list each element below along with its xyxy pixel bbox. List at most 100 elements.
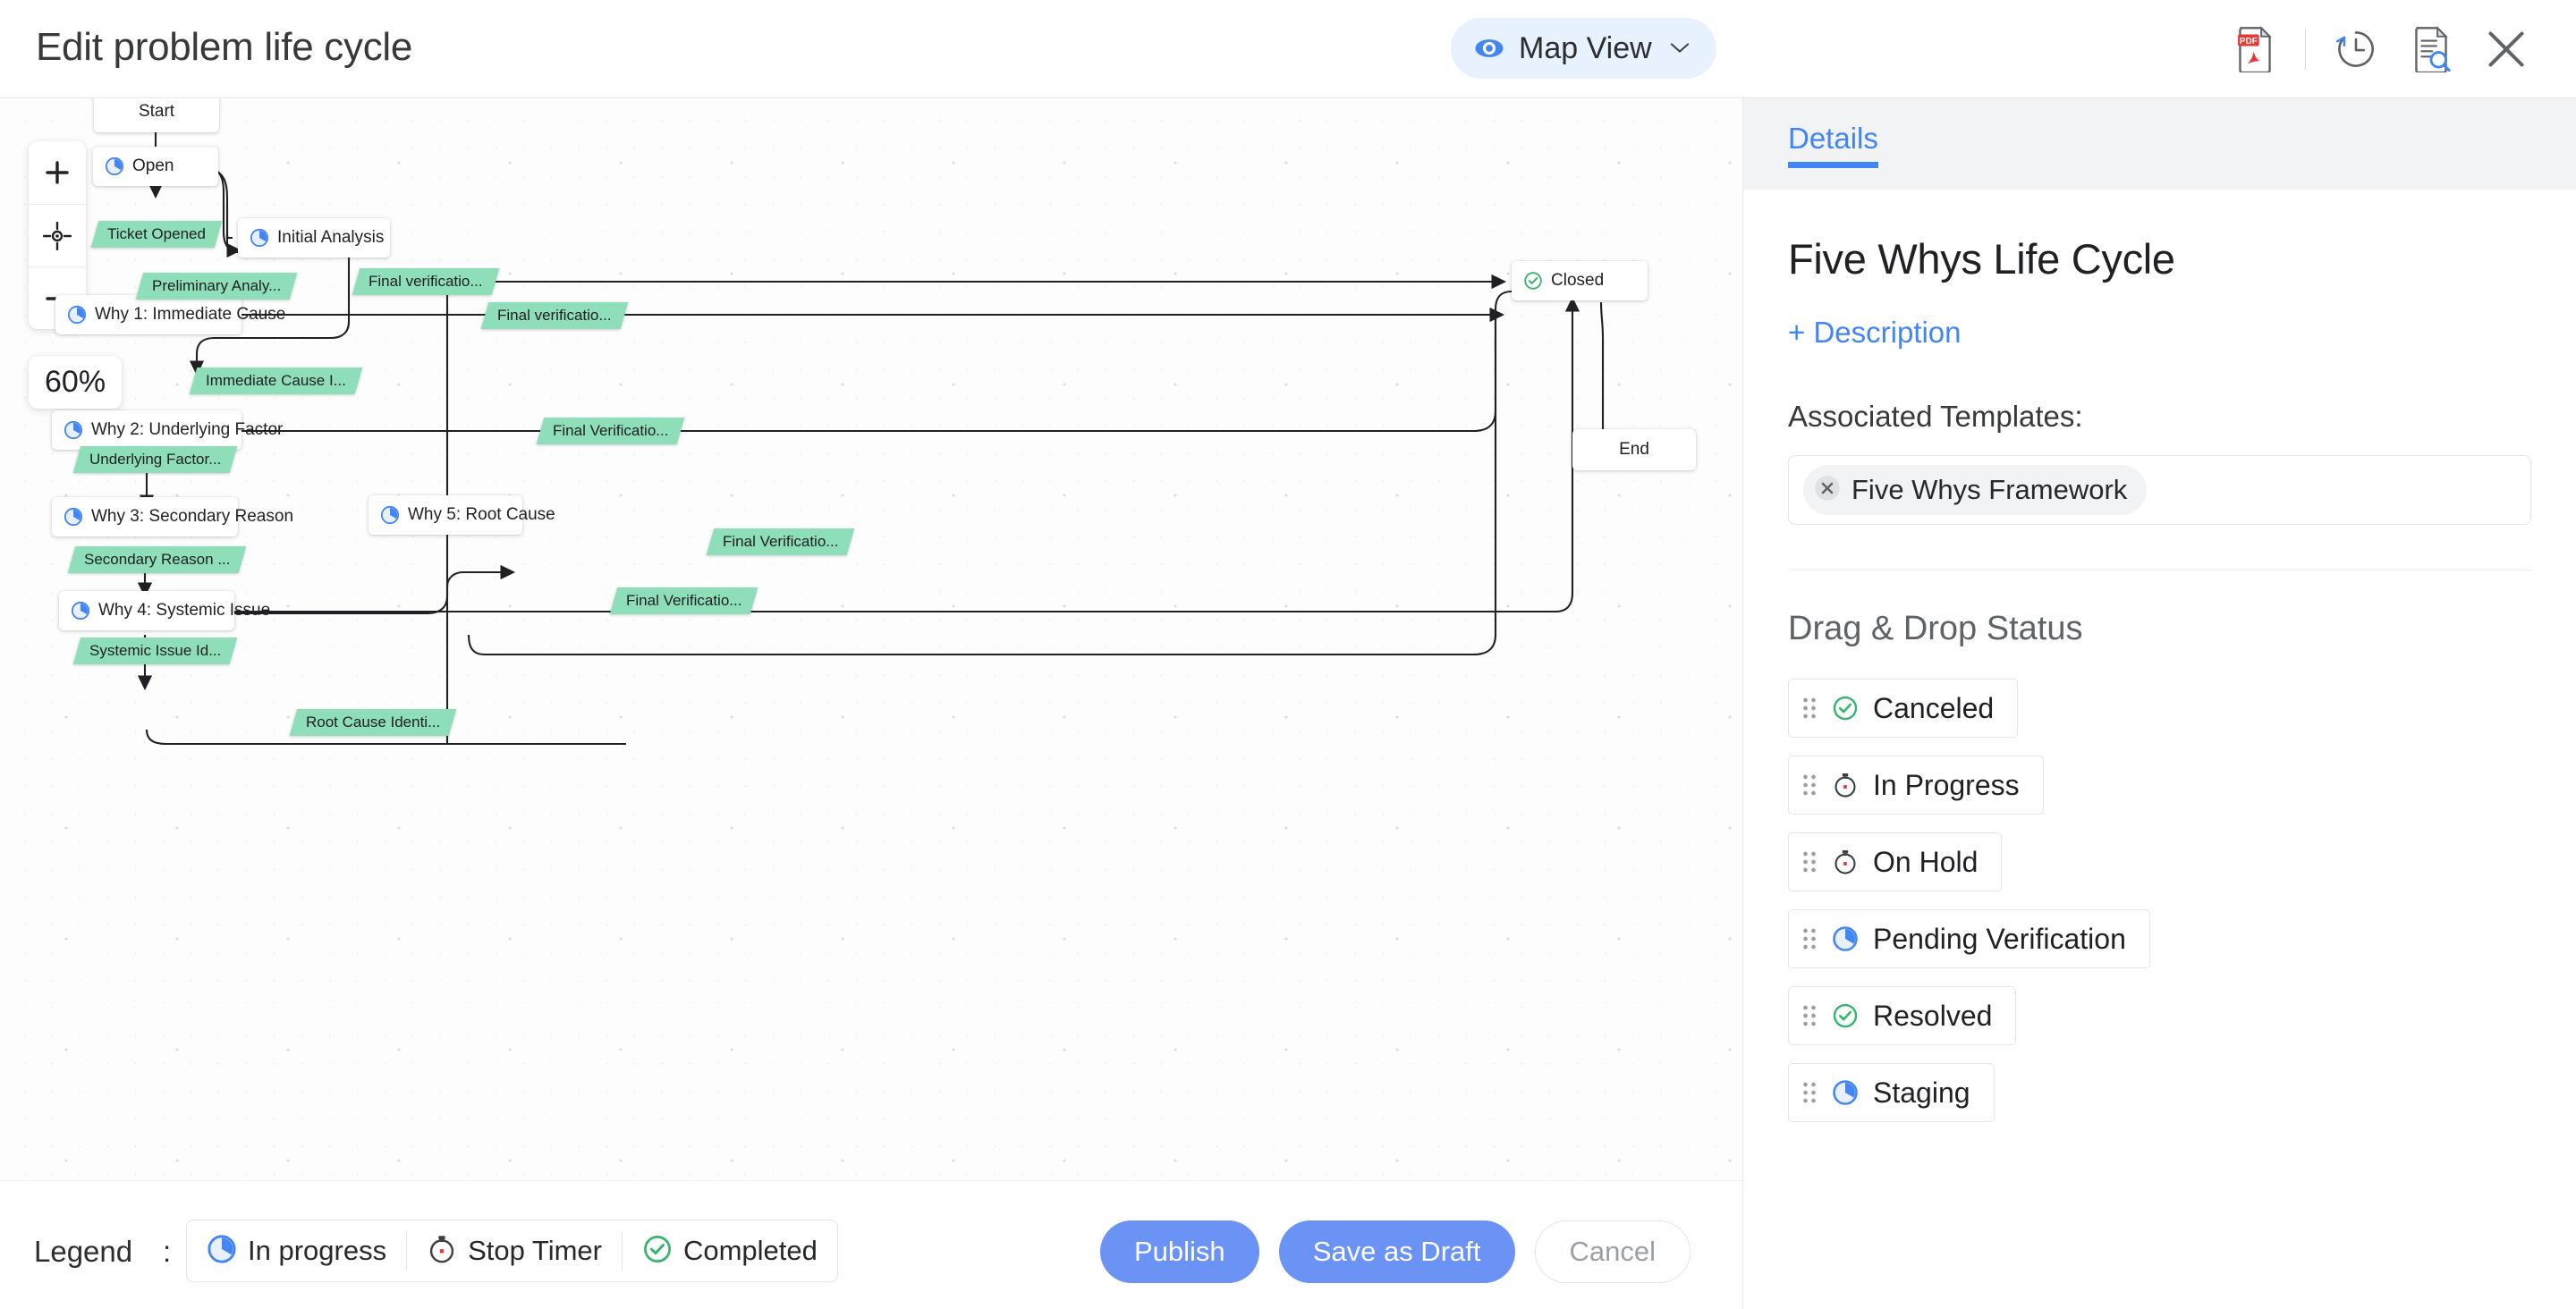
edge-label-preliminary-analysis[interactable]: Preliminary Analy...: [135, 273, 298, 300]
drag-handle-icon[interactable]: [1801, 925, 1818, 952]
edge-label-final-verification-2[interactable]: Final verificatio...: [480, 302, 628, 329]
flow-node-why4[interactable]: Why 4: Systemic Issue: [59, 591, 270, 630]
top-bar-actions: PDF: [2217, 0, 2544, 98]
legend-item-completed: Completed: [621, 1231, 837, 1271]
legend-label: Legend: [34, 1235, 133, 1268]
publish-button[interactable]: Publish: [1100, 1220, 1259, 1283]
edge-label-text: Immediate Cause I...: [206, 372, 346, 389]
flow-node-why1[interactable]: Why 1: Immediate Cause: [55, 295, 285, 334]
flowchart-canvas[interactable]: 60% Start Open Initial Analysis Why 1: I…: [0, 98, 1742, 1180]
status-item-in-progress[interactable]: In Progress: [1788, 756, 2044, 815]
flow-node-label: Why 5: Root Cause: [408, 505, 555, 524]
stop-timer-icon: [1832, 849, 1859, 875]
status-item-pending-verification[interactable]: Pending Verification: [1788, 909, 2150, 968]
edge-label-text: Preliminary Analy...: [152, 277, 282, 294]
associated-templates-label: Associated Templates:: [1788, 400, 2083, 433]
in-progress-icon: [71, 601, 90, 621]
document-search-icon[interactable]: [2394, 12, 2469, 87]
zoom-level-indicator: 60%: [29, 356, 123, 409]
associated-templates-field[interactable]: Five Whys Framework: [1788, 455, 2531, 525]
flow-node-label: Closed: [1551, 271, 1605, 290]
flow-node-closed[interactable]: Closed: [1512, 261, 1648, 300]
lifecycle-title: Five Whys Life Cycle: [1788, 235, 2175, 283]
legend-item-label: In progress: [248, 1235, 387, 1266]
template-chip[interactable]: Five Whys Framework: [1803, 465, 2148, 515]
edge-label-underlying-factor[interactable]: Underlying Factor...: [72, 446, 238, 473]
status-item-on-hold[interactable]: On Hold: [1788, 832, 2003, 891]
status-item-staging[interactable]: Staging: [1788, 1063, 1995, 1122]
status-item-canceled[interactable]: Canceled: [1788, 679, 2019, 738]
flow-node-label: Why 2: Underlying Factor: [91, 420, 284, 439]
edge-label-text: Root Cause Identi...: [306, 714, 441, 731]
panel-tabs: Details: [1743, 98, 2576, 190]
close-icon[interactable]: [2469, 12, 2544, 87]
drag-handle-icon[interactable]: [1801, 695, 1818, 722]
tab-details[interactable]: Details: [1788, 98, 1878, 168]
edge-label-text: Ticket Opened: [107, 225, 206, 242]
in-progress-icon: [64, 507, 83, 527]
edge-label-root-cause-identified[interactable]: Root Cause Identi...: [289, 709, 457, 736]
chevron-down-icon: [1670, 42, 1690, 55]
status-item-label: On Hold: [1873, 845, 1979, 878]
pdf-export-icon[interactable]: PDF: [2217, 12, 2292, 87]
flow-node-open[interactable]: Open: [93, 147, 218, 186]
legend-colon: :: [163, 1235, 172, 1268]
drag-handle-icon[interactable]: [1801, 849, 1818, 875]
edge-label-final-verification-5[interactable]: Final Verificatio...: [609, 587, 758, 614]
edge-label-text: Final verificatio...: [369, 273, 483, 290]
drag-handle-icon[interactable]: [1801, 1079, 1818, 1106]
in-progress-icon: [380, 505, 400, 525]
flow-node-why3[interactable]: Why 3: Secondary Reason: [52, 497, 293, 536]
edge-label-immediate-cause[interactable]: Immediate Cause I...: [189, 367, 363, 394]
cancel-button[interactable]: Cancel: [1534, 1220, 1690, 1283]
legend-item-label: Completed: [682, 1235, 818, 1266]
page-title: Edit problem life cycle: [36, 25, 413, 69]
legend-box: In progress Stop Timer Completed: [186, 1220, 838, 1282]
remove-chip-icon[interactable]: [1814, 475, 1841, 506]
edge-label-systemic-issue[interactable]: Systemic Issue Id...: [72, 638, 238, 664]
map-view-button[interactable]: Map View: [1451, 18, 1716, 79]
flow-node-end[interactable]: End: [1572, 429, 1696, 470]
eye-icon: [1474, 33, 1504, 63]
add-description-link[interactable]: + Description: [1788, 316, 1962, 349]
edge-label-ticket-opened[interactable]: Ticket Opened: [90, 221, 223, 248]
in-progress-icon: [1832, 925, 1859, 952]
flow-node-start[interactable]: Start: [94, 98, 219, 132]
edge-label-text: Final Verificatio...: [723, 533, 839, 550]
zoom-in-button[interactable]: [29, 141, 86, 204]
flow-node-why2[interactable]: Why 2: Underlying Factor: [52, 410, 283, 450]
edge-label-final-verification-4[interactable]: Final Verificatio...: [706, 528, 855, 555]
toolbar-divider: [2305, 29, 2306, 70]
flow-node-label: Why 4: Systemic Issue: [98, 601, 271, 620]
status-item-resolved[interactable]: Resolved: [1788, 986, 2017, 1045]
flow-node-initial-analysis[interactable]: Initial Analysis: [238, 218, 390, 258]
flow-node-label: Why 3: Secondary Reason: [91, 507, 294, 526]
flow-node-label: Open: [132, 156, 174, 175]
completed-icon: [1832, 695, 1859, 722]
edge-label-text: Secondary Reason ...: [84, 551, 231, 568]
drag-handle-icon[interactable]: [1801, 1002, 1818, 1029]
flow-node-label: Why 1: Immediate Cause: [95, 305, 286, 324]
edge-label-final-verification-1[interactable]: Final verificatio...: [352, 268, 499, 295]
panel-body: Five Whys Life Cycle + Description Assoc…: [1743, 190, 2576, 1122]
footer-bar: Legend : In progress Stop Timer: [0, 1180, 1742, 1309]
status-list: Canceled In Progress: [1788, 679, 2531, 1122]
edge-label-secondary-reason[interactable]: Secondary Reason ...: [67, 546, 247, 573]
status-item-label: Staging: [1873, 1076, 1970, 1109]
recenter-button[interactable]: [29, 204, 86, 266]
legend-item-in-progress: In progress: [187, 1231, 406, 1271]
edge-label-text: Systemic Issue Id...: [89, 642, 222, 659]
status-item-label: Pending Verification: [1873, 922, 2126, 955]
in-progress-icon: [105, 156, 124, 176]
save-as-draft-button[interactable]: Save as Draft: [1278, 1220, 1515, 1283]
edge-label-text: Final Verificatio...: [553, 422, 669, 439]
history-icon[interactable]: [2318, 12, 2394, 87]
completed-icon: [1523, 271, 1543, 291]
stop-timer-icon: [1832, 772, 1859, 798]
drag-handle-icon[interactable]: [1801, 772, 1818, 798]
flow-node-why5[interactable]: Why 5: Root Cause: [369, 495, 555, 535]
details-panel: Details Five Whys Life Cycle + Descripti…: [1742, 98, 2576, 1309]
edge-label-final-verification-3[interactable]: Final Verificatio...: [536, 418, 685, 444]
edge-label-text: Final verificatio...: [497, 307, 612, 324]
flowchart-edges: [137, 98, 1629, 746]
